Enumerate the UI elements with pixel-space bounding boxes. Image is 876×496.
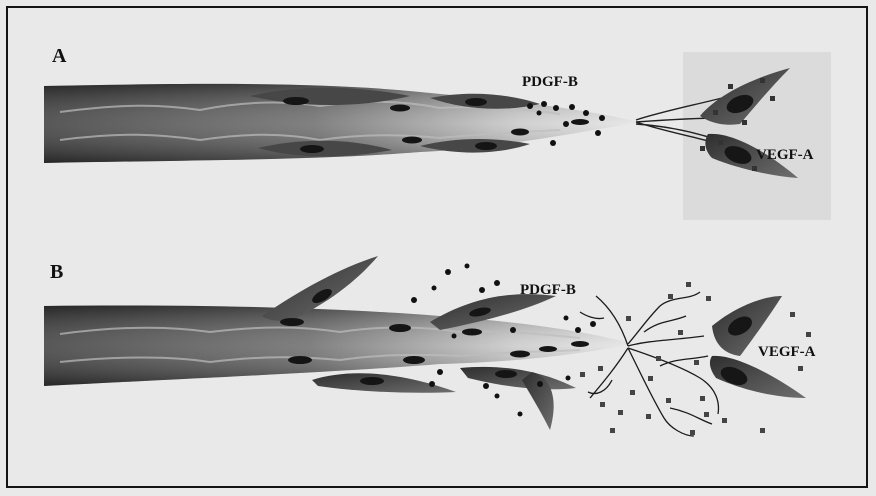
pericyte (460, 367, 576, 389)
endothelial-nucleus (389, 324, 411, 332)
endothelial-nucleus (403, 356, 425, 364)
endothelial-nucleus (280, 318, 304, 326)
panel-a-label: A (52, 45, 67, 67)
panel-b-label: B (50, 261, 63, 283)
endothelial-nucleus (510, 351, 530, 358)
endothelial-nucleus (288, 356, 312, 364)
endothelial-nucleus (462, 329, 482, 336)
pericyte-nucleus (402, 137, 422, 144)
endothelial-nucleus (539, 346, 557, 352)
pericyte-nucleus (475, 142, 497, 150)
pericyte-nucleus (495, 370, 517, 378)
panel-b: B (44, 256, 816, 436)
pericyte-nucleus (511, 129, 529, 136)
pericyte-nucleus (390, 105, 410, 112)
pericyte-nucleus (360, 377, 384, 385)
panel-a: A (44, 45, 831, 220)
pericyte-nucleus (571, 119, 589, 125)
pericyte-nucleus (283, 97, 309, 105)
panel-a-vegf-label: VEGF-A (756, 147, 814, 163)
panel-b-vegf-label: VEGF-A (758, 344, 816, 360)
panel-b-pdgf-label: PDGF-B (520, 282, 576, 298)
panel-b-vessel-shading (44, 305, 634, 386)
pericyte-nucleus (300, 145, 324, 153)
endothelial-nucleus (571, 341, 589, 347)
pericyte-nucleus (465, 98, 487, 106)
panel-a-pdgf-label: PDGF-B (522, 74, 578, 90)
